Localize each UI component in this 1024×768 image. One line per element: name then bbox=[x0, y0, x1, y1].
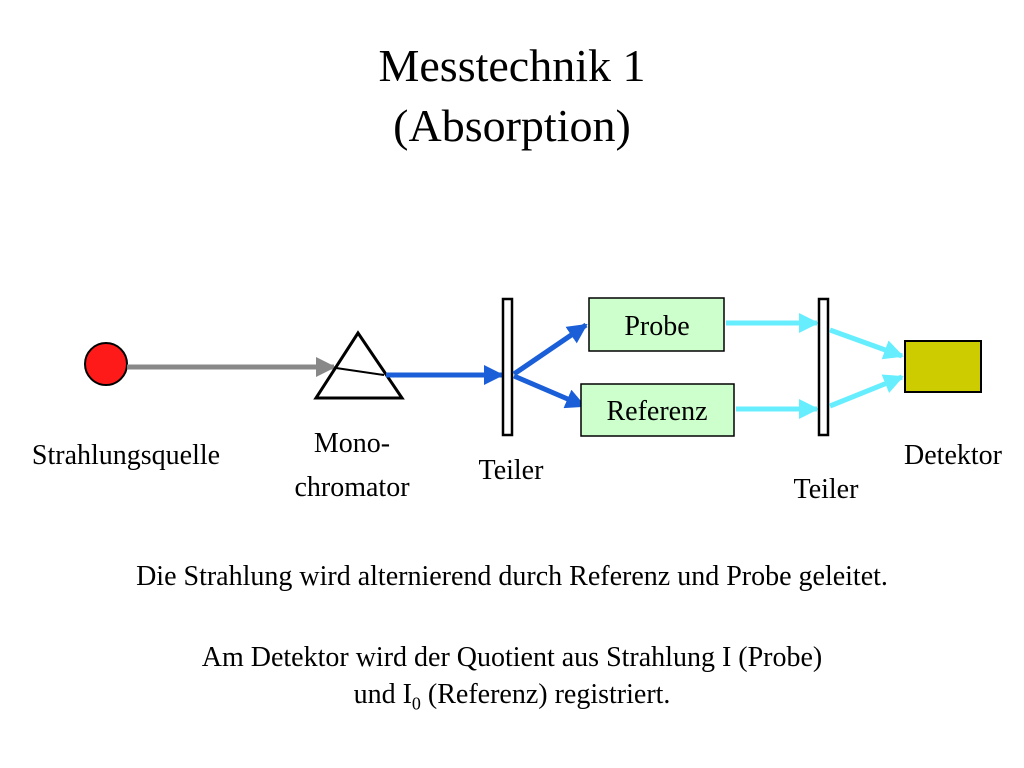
explanation-line-3-end: (Referenz) registriert. bbox=[420, 679, 671, 710]
source-label: Strahlungsquelle bbox=[32, 440, 220, 471]
detector-box bbox=[904, 340, 982, 393]
reference-label: Referenz bbox=[606, 396, 707, 427]
beam-splitter-2-to-detector-upper bbox=[829, 327, 904, 360]
sample-label: Probe bbox=[624, 311, 689, 342]
explanation-line-3-start: und I bbox=[353, 679, 412, 710]
splitter-2-label: Teiler bbox=[794, 474, 860, 505]
explanation-line-1: Die Strahlung wird alternierend durch Re… bbox=[136, 561, 888, 592]
splitter-2 bbox=[817, 297, 830, 437]
page-title-line-1: Messtechnik 1 bbox=[378, 40, 646, 91]
reference-box bbox=[580, 383, 735, 437]
splitter-1 bbox=[501, 297, 514, 437]
explanation-line-2: Am Detektor wird der Quotient aus Strahl… bbox=[201, 642, 823, 673]
page-title-line-2: (Absorption) bbox=[393, 100, 631, 151]
intensity-subscript: 0 bbox=[411, 693, 421, 714]
monochromator-label-line-1: Mono- bbox=[314, 428, 390, 459]
beam-splitter-to-sample bbox=[512, 322, 588, 377]
monochromator-label-line-2: chromator bbox=[294, 472, 410, 503]
monochromator-prism bbox=[313, 330, 405, 400]
splitter-1-label: Teiler bbox=[479, 455, 545, 486]
radiation-source bbox=[84, 342, 128, 386]
beam-splitter-2-to-detector-lower bbox=[829, 374, 904, 409]
prism-inner-line bbox=[335, 367, 385, 376]
detector-label: Detektor bbox=[904, 440, 1003, 471]
beam-splitter-to-reference bbox=[513, 373, 586, 409]
sample-box bbox=[588, 297, 725, 352]
explanation-line-3: und I0 (Referenz) registriert. bbox=[0, 678, 1024, 721]
